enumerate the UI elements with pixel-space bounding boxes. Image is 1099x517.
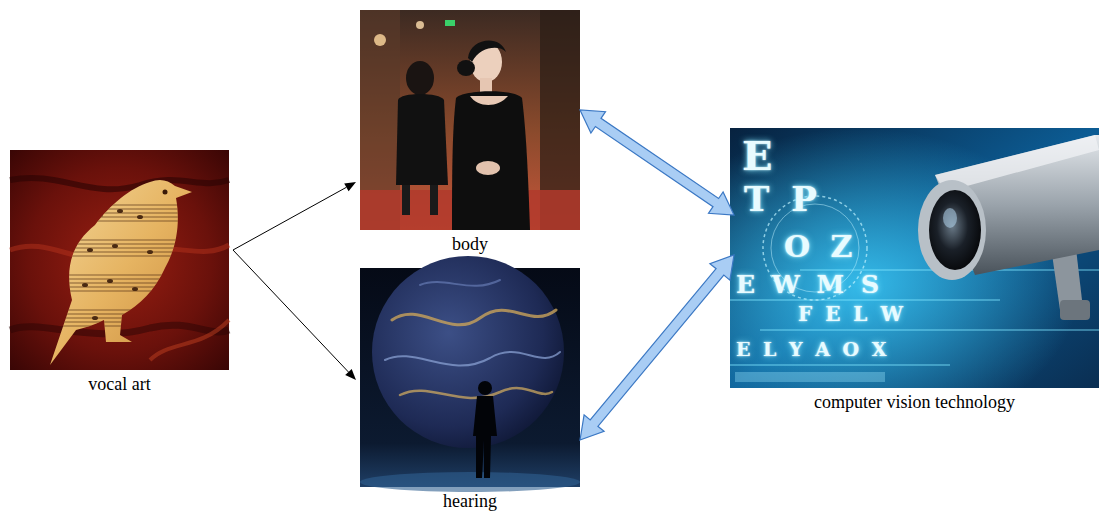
eye-chart-letters: E bbox=[742, 136, 779, 176]
eye-chart-letters: E W M S bbox=[736, 272, 883, 297]
computer-vision-picture bbox=[730, 128, 1099, 388]
vocal-art-picture bbox=[10, 150, 229, 370]
arrow-shaft bbox=[233, 187, 346, 250]
block-arrow-shape bbox=[580, 255, 734, 440]
double-block-arrow bbox=[580, 255, 734, 440]
body-picture bbox=[360, 10, 580, 230]
picture-caption: vocal art bbox=[6, 373, 233, 395]
body-node: body bbox=[356, 10, 584, 255]
picture-caption: computer vision technology bbox=[726, 391, 1099, 413]
eye-chart-letters: E L Y A O X bbox=[736, 340, 890, 359]
eye-chart-letters: F E L W bbox=[798, 304, 906, 324]
arrow-head bbox=[345, 369, 356, 380]
double-block-arrow bbox=[580, 110, 734, 215]
arrow-shaft bbox=[233, 250, 348, 372]
picture-caption: body bbox=[356, 233, 584, 255]
camera-symbol bbox=[918, 135, 1099, 320]
arrow-line bbox=[233, 250, 356, 380]
arrow-line bbox=[233, 182, 356, 250]
block-arrow-shape bbox=[580, 110, 734, 215]
arrow-head bbox=[344, 182, 356, 191]
picture-caption: hearing bbox=[356, 490, 584, 512]
vocal-art-node: vocal art bbox=[6, 150, 233, 395]
eye-chart-letters: T P bbox=[744, 182, 822, 216]
hearing-picture bbox=[360, 256, 580, 492]
eye-chart-letters: O Z bbox=[784, 232, 857, 262]
hearing-node: hearing bbox=[356, 268, 584, 512]
vision-node: computer vision technology bbox=[726, 128, 1099, 413]
